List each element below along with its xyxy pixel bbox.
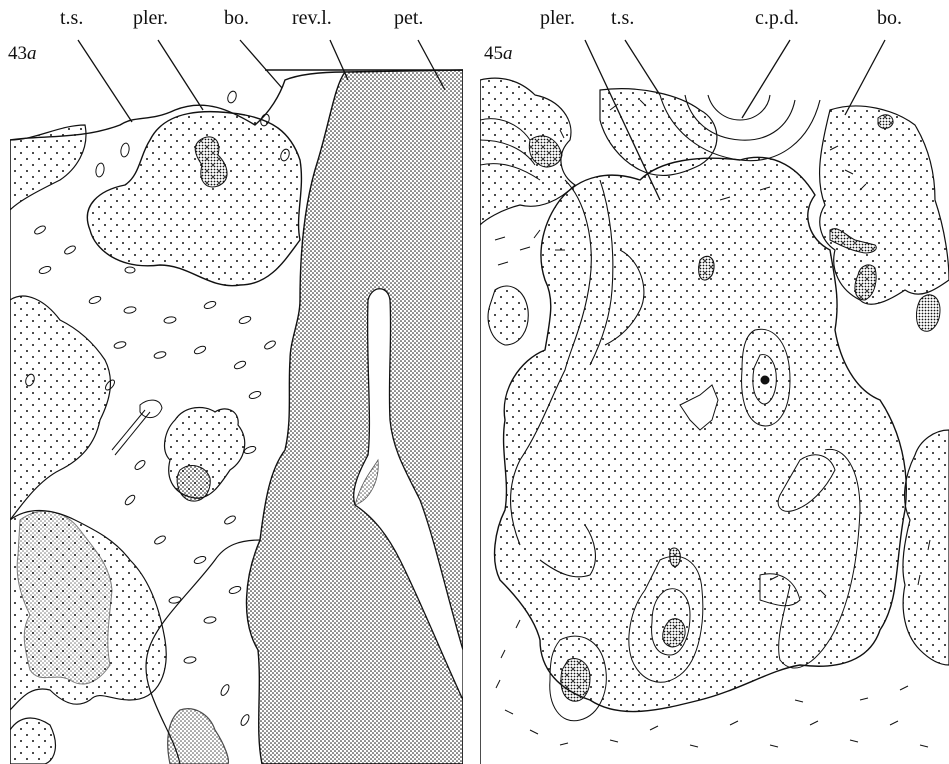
leader-bo-45a xyxy=(845,40,885,115)
label-cpd-45a: c.p.d. xyxy=(755,8,799,28)
label-ts-43a: t.s. xyxy=(60,8,83,28)
label-bo-43a: bo. xyxy=(224,8,249,28)
label-pler-43a: pler. xyxy=(133,8,168,28)
left-tissue-bottom xyxy=(10,718,55,764)
figure-id-43a: 43a xyxy=(8,44,37,63)
leader-bo-43a xyxy=(240,40,282,88)
right-upper-center xyxy=(600,89,717,176)
left-tissue-top xyxy=(10,125,86,210)
figure-number-45a: 45 xyxy=(484,43,503,64)
panel-43a xyxy=(10,70,463,764)
leader-revl-43a xyxy=(330,40,348,80)
right-upper-right xyxy=(820,106,949,304)
leader-pler-43a xyxy=(158,40,203,110)
figure-suffix-45a: a xyxy=(503,43,513,64)
right-edge-lobe xyxy=(903,430,949,665)
label-ts-45a: t.s. xyxy=(611,8,634,28)
leader-ts-45a xyxy=(625,40,660,95)
figure-suffix-43a: a xyxy=(27,43,37,64)
panel-45a xyxy=(480,78,949,764)
label-pler-45a: pler. xyxy=(540,8,575,28)
left-tissue-mid xyxy=(10,296,110,520)
label-revl-43a: rev.l. xyxy=(292,8,332,28)
label-pet-43a: pet. xyxy=(394,8,423,28)
figure-number-43a: 43 xyxy=(8,43,27,64)
plerome-blob-upper xyxy=(87,112,301,286)
figure-id-45a: 45a xyxy=(484,44,513,63)
label-bo-45a: bo. xyxy=(877,8,902,28)
leader-ts-43a xyxy=(78,40,132,122)
